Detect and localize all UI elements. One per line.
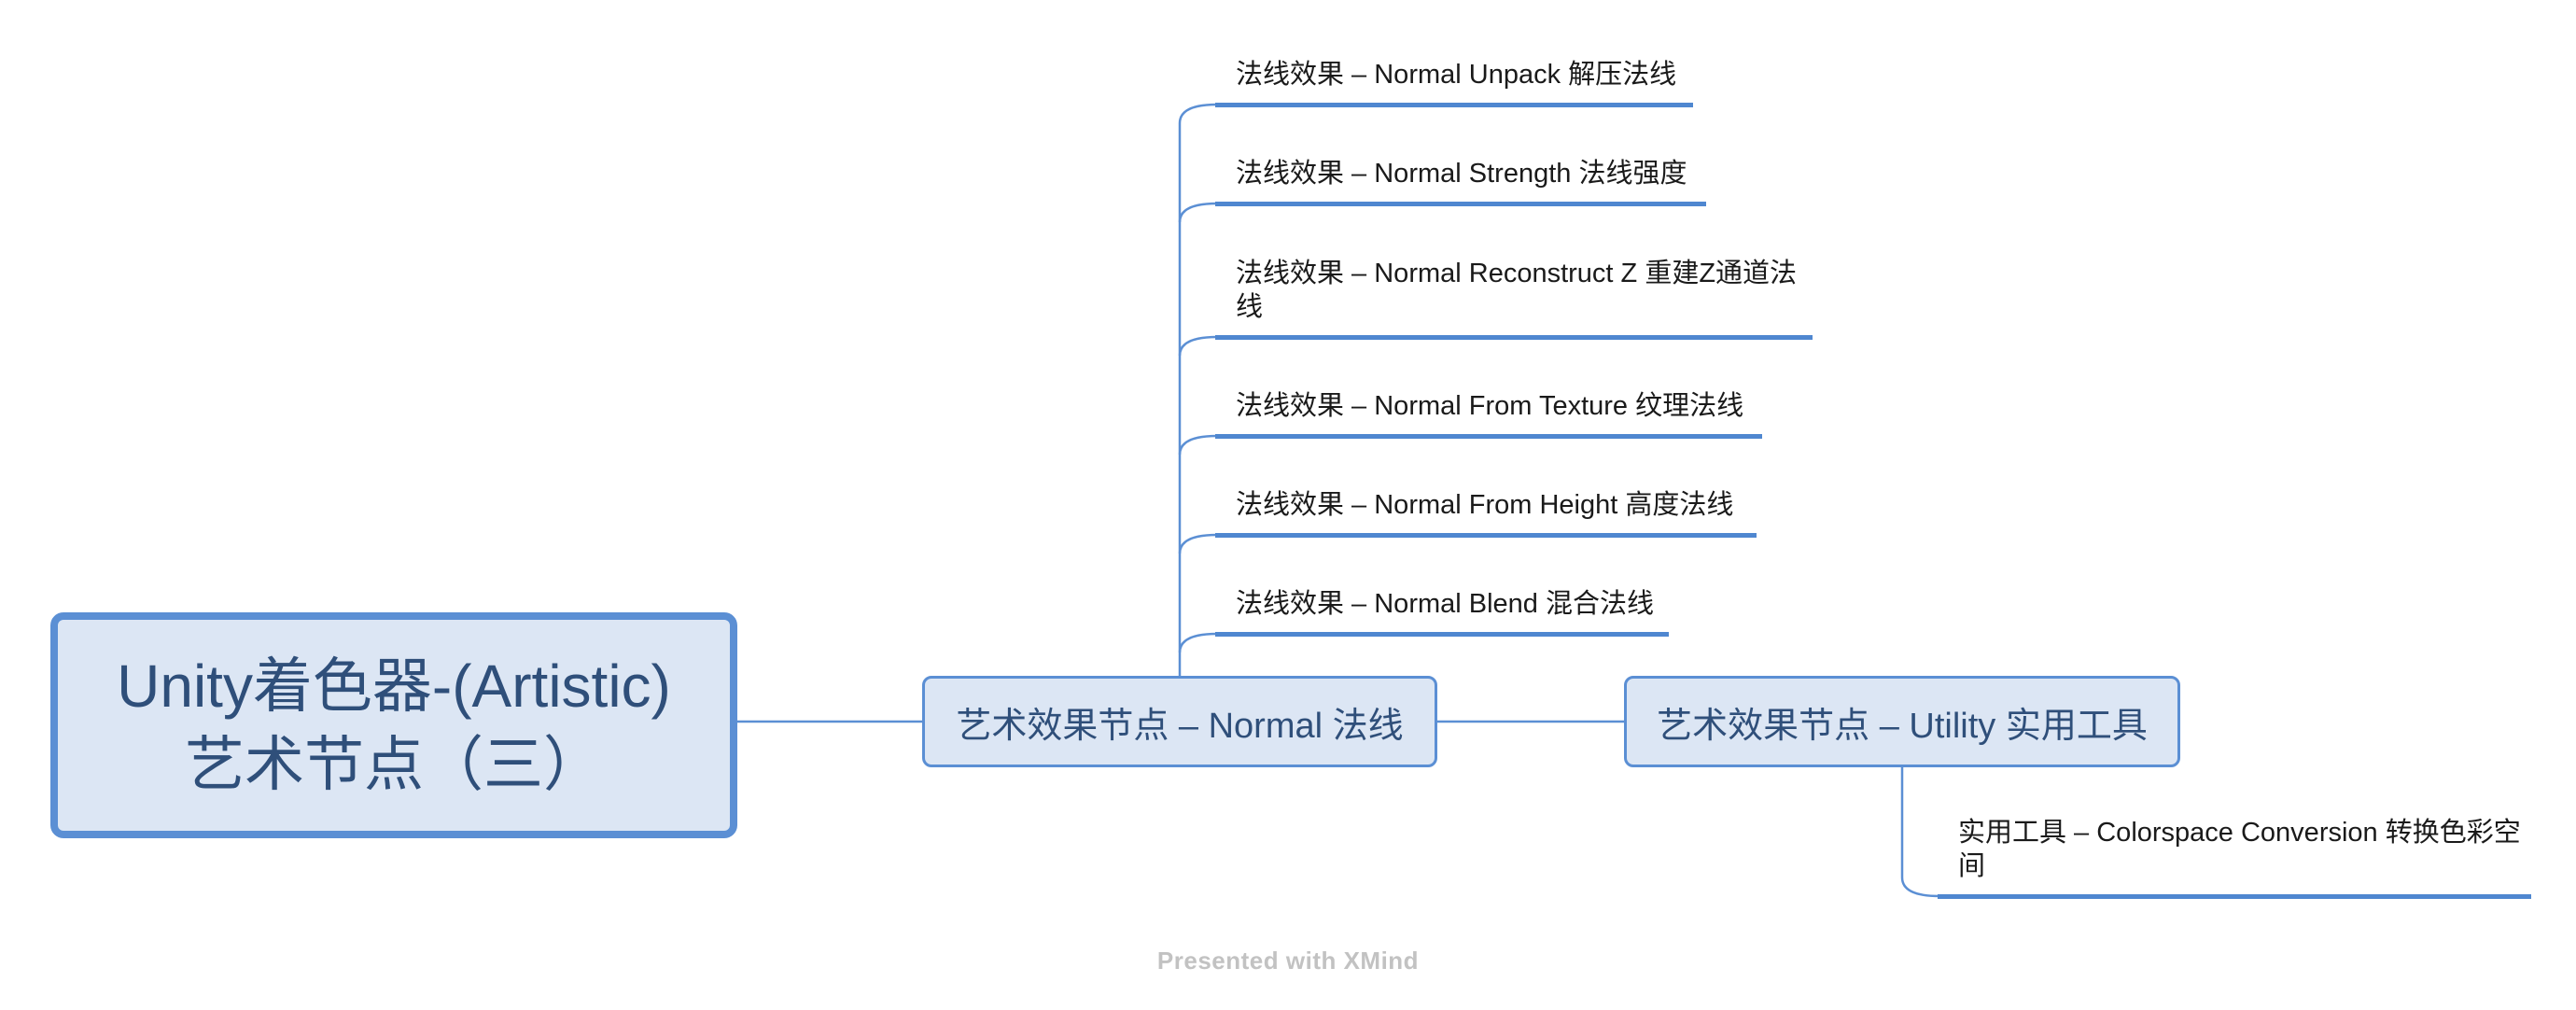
connector-leaf-1 <box>1178 103 1218 124</box>
leaf-colorspace-conversion[interactable]: 实用工具 – Colorspace Conversion 转换色彩空间 <box>1938 816 2531 899</box>
connector-utility-leaf-1 <box>1900 767 1940 898</box>
branch-utility[interactable]: 艺术效果节点 – Utility 实用工具 <box>1624 676 2180 767</box>
leaf-normal-reconstruct-z[interactable]: 法线效果 – Normal Reconstruct Z 重建Z通道法线 <box>1215 257 1813 340</box>
branch-normal[interactable]: 艺术效果节点 – Normal 法线 <box>922 676 1437 767</box>
root-topic-line-2: 艺术节点（三） <box>185 731 603 798</box>
leaf-label: 法线效果 – Normal Reconstruct Z 重建Z通道法线 <box>1236 259 1798 322</box>
connector-leaf-6 <box>1178 632 1218 653</box>
leaf-label: 法线效果 – Normal From Texture 纹理法线 <box>1236 391 1744 421</box>
connector-leaf-4 <box>1178 434 1218 456</box>
leaf-normal-unpack[interactable]: 法线效果 – Normal Unpack 解压法线 <box>1215 58 1693 107</box>
leaf-label: 法线效果 – Normal From Height 高度法线 <box>1236 490 1734 520</box>
leaf-normal-from-height[interactable]: 法线效果 – Normal From Height 高度法线 <box>1215 488 1757 538</box>
root-topic[interactable]: Unity着色器-(Artistic) 艺术节点（三） <box>50 612 737 838</box>
root-topic-line-1: Unity着色器-(Artistic) <box>117 652 671 720</box>
leaf-label: 法线效果 – Normal Unpack 解压法线 <box>1236 60 1677 90</box>
leaf-label: 实用工具 – Colorspace Conversion 转换色彩空间 <box>1958 818 2521 881</box>
connector-leaf-3 <box>1178 335 1218 357</box>
leaf-normal-from-texture[interactable]: 法线效果 – Normal From Texture 纹理法线 <box>1215 389 1762 439</box>
leaf-label: 法线效果 – Normal Blend 混合法线 <box>1236 589 1654 619</box>
leaf-normal-strength[interactable]: 法线效果 – Normal Strength 法线强度 <box>1215 157 1706 206</box>
leaf-label: 法线效果 – Normal Strength 法线强度 <box>1236 159 1687 189</box>
connector-leaf-5 <box>1178 533 1218 554</box>
leaf-normal-blend[interactable]: 法线效果 – Normal Blend 混合法线 <box>1215 587 1669 637</box>
watermark: Presented with XMind <box>1156 947 1420 975</box>
branch-utility-label: 艺术效果节点 – Utility 实用工具 <box>1657 706 2148 746</box>
connector-leaf-2 <box>1178 202 1218 223</box>
branch-normal-label: 艺术效果节点 – Normal 法线 <box>956 706 1404 746</box>
